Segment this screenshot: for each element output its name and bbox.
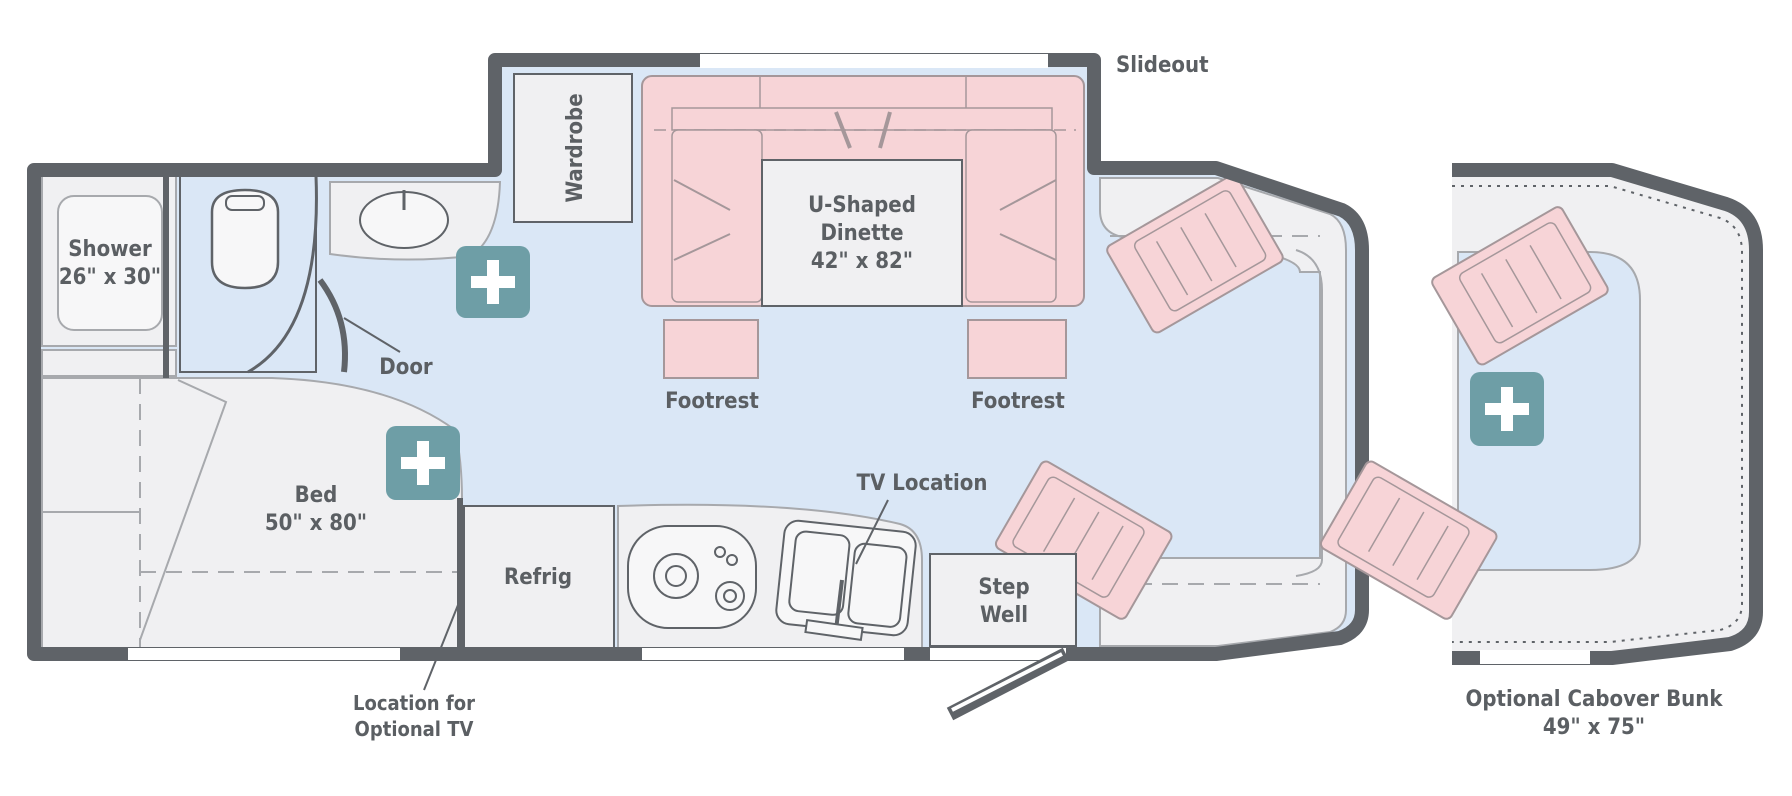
label-dinette-1: U-Shaped: [808, 193, 916, 218]
label-optional-tv-2: Optional TV: [355, 717, 474, 741]
step-well: [929, 553, 1077, 647]
label-step: Step: [978, 575, 1029, 600]
rear-window: [128, 648, 400, 660]
label-shower-size: 26" x 30": [59, 265, 161, 290]
label-dinette-size: 42" x 82": [811, 249, 913, 274]
stove-icon: [627, 525, 757, 629]
cab-seat-driver: [994, 460, 1173, 620]
cabover-wall: [1452, 163, 1763, 665]
hotspot-cabover[interactable]: [1470, 372, 1544, 446]
slideout-window: [700, 54, 1048, 68]
toilet-tank: [225, 195, 265, 211]
galley-window: [642, 648, 904, 660]
kitchen-sink-icon: [775, 519, 917, 641]
plus-icon: [1485, 387, 1529, 431]
burner-small: [715, 581, 745, 611]
cabover-bunk: [1319, 163, 1763, 665]
exterior-wall: [27, 53, 1369, 661]
label-shower: Shower: [68, 237, 152, 262]
dinette-table: [761, 159, 963, 307]
label-well: Well: [980, 603, 1028, 628]
bath-door-swing: [247, 175, 318, 374]
hotspot-bed[interactable]: [386, 426, 460, 500]
cabover-seat-bottom: [1319, 460, 1498, 620]
cab-seat-passenger: [1106, 174, 1284, 334]
burner-large: [653, 553, 699, 599]
toilet-icon: [210, 188, 280, 290]
rear-cabinet: [41, 349, 177, 377]
label-wardrobe: Wardrobe: [563, 93, 588, 202]
tv-leader: [855, 499, 889, 565]
burner-small-inner: [723, 589, 737, 603]
label-footrest-left: Footrest: [665, 389, 759, 414]
burner-large-inner: [665, 565, 687, 587]
hotspot-vanity[interactable]: [456, 246, 530, 318]
label-bed: Bed: [295, 483, 338, 508]
label-refrig: Refrig: [504, 565, 572, 590]
label-cabover: Optional Cabover Bunk: [1466, 687, 1724, 712]
bed-sheet-fold: [139, 379, 228, 641]
optional-tv-leader: [423, 599, 461, 691]
label-optional-tv-1: Location for: [353, 691, 475, 715]
cabover-window: [1480, 650, 1590, 664]
label-cabover-size: 49" x 75": [1543, 715, 1645, 740]
door-gap: [930, 648, 1066, 660]
door-leader: [343, 317, 401, 353]
u-shaped-dinette: [641, 75, 1085, 307]
plus-icon: [401, 441, 445, 485]
footrest-left: [663, 319, 759, 379]
windshield-line: [1295, 249, 1323, 577]
wardrobe: [513, 73, 633, 223]
label-footrest-right: Footrest: [971, 389, 1065, 414]
cabover-seat-top: [1431, 206, 1609, 366]
label-dinette-2: Dinette: [820, 221, 903, 246]
plus-icon: [471, 260, 515, 304]
shower-tray: [57, 195, 163, 331]
main-coach: [27, 53, 1369, 721]
bath-door: [317, 278, 348, 373]
refrigerator: [463, 505, 615, 649]
label-bed-size: 50" x 80": [265, 511, 367, 536]
label-door: Door: [379, 355, 433, 380]
label-slideout: Slideout: [1116, 53, 1209, 78]
label-tv-location: TV Location: [857, 471, 988, 496]
footrest-right: [967, 319, 1067, 379]
